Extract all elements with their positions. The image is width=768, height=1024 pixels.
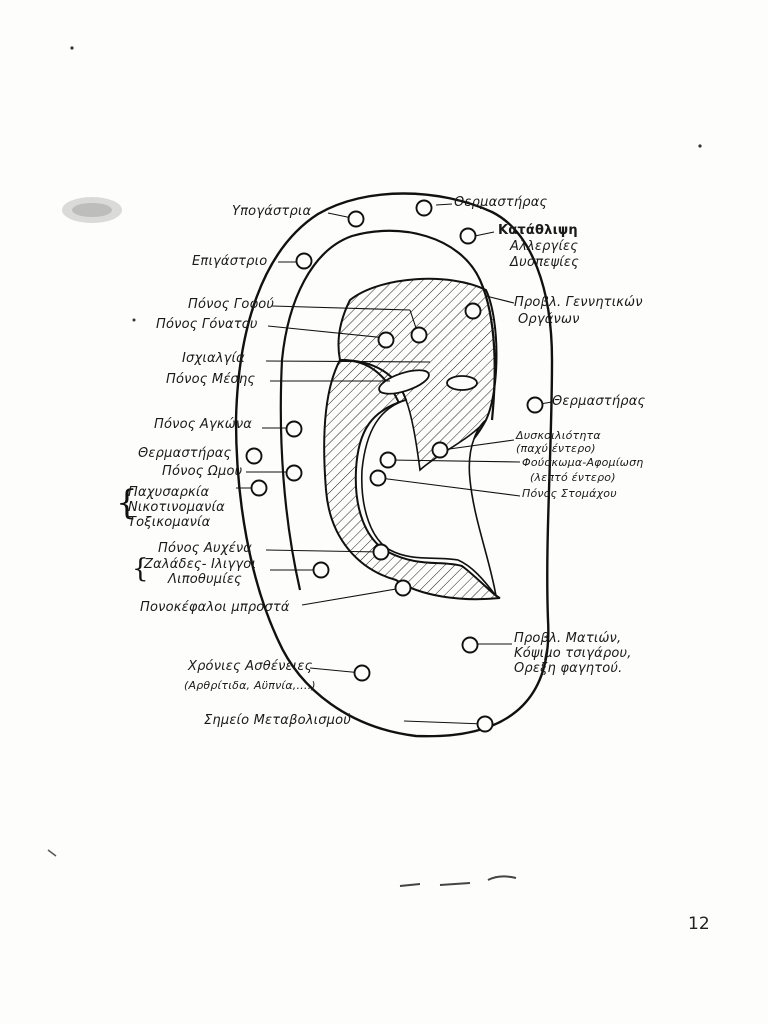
label-fouskoma: Φούσκωμα-Αφομίωση — [522, 456, 644, 469]
leader-lines — [236, 203, 553, 725]
label-thermastiras-left: Θερμαστήρας — [138, 446, 232, 461]
brace-dizziness: { — [132, 554, 149, 584]
label-ponos-stomachou: Πόνος Στομάχου — [522, 487, 617, 500]
label-ponos-omou: Πόνος Ωμου — [162, 464, 243, 479]
hip-ellipse — [378, 369, 430, 395]
label-dyskoiliotita: Δυσκοιλιότητα — [516, 429, 601, 442]
label-toxikomania: Τοξικομανία — [128, 515, 211, 530]
scan-smudges — [47, 46, 702, 887]
label-zalades-iliggoi: Ζαλάδες- Ιλιγγοι — [144, 557, 257, 572]
label-nikotinomania: Νικοτινομανία — [128, 500, 225, 515]
label-provl-gennitikon: Προβλ. Γεννητικών — [514, 295, 643, 310]
brace-addictions: { — [116, 483, 138, 523]
label-hypogastrio: Υπογάστρια — [232, 204, 312, 219]
label-pachysarkia: Παχυσαρκία — [128, 485, 210, 500]
label-thermastiras-right: Θερμαστήρας — [552, 394, 646, 409]
label-pachy-entero: (παχύ έντερο) — [516, 442, 596, 455]
label-allergies: Αλλεργίες — [510, 239, 579, 254]
label-chronies-detail: (Αρθρίτιδα, Αϋπνία,....) — [184, 679, 316, 692]
label-ponos-gonatou: Πόνος Γόνατου — [156, 317, 258, 332]
label-ischialgia: Ισχιαλγία — [182, 351, 245, 366]
acupuncture-points — [245, 199, 544, 733]
label-lepto-entero: (λεπτό έντερο) — [530, 471, 616, 484]
label-lipothymies: Λιποθυμίες — [168, 572, 242, 587]
label-organon: Οργάνων — [518, 312, 580, 327]
waist-ellipse — [446, 375, 478, 391]
label-epigastrio: Επιγάστριο — [192, 254, 268, 269]
label-thermastiras-top: Θερμαστήρας — [454, 195, 548, 210]
ear-outer-outline — [234, 192, 554, 738]
label-ponos-mesis: Πόνος Μέσης — [166, 372, 256, 387]
label-ponokefaloi: Πονοκέφαλοι μπροστά — [140, 600, 290, 615]
label-ponos-auchena: Πόνος Αυχένα — [158, 541, 253, 556]
label-provl-mation: Προβλ. Ματιών, — [514, 631, 622, 646]
antihelix-hatched-area — [323, 358, 501, 601]
label-dyspepsies: Δυσπεψίες — [510, 255, 579, 270]
label-ponos-gofou: Πόνος Γοφού — [188, 297, 275, 312]
label-chronies-astheneies: Χρόνιες Ασθένειες — [188, 659, 313, 674]
label-ponos-agkona: Πόνος Αγκώνα — [154, 417, 253, 432]
label-kopsimo-tsigarou: Κόψιμο τσιγάρου, — [514, 646, 632, 661]
label-simeio-metavolismou: Σημείο Μεταβολισμού — [204, 713, 352, 728]
label-katathlipsi: Κατάθλιψη — [498, 223, 578, 238]
label-orexi-fagitou: Ορεξη φαγητού. — [514, 661, 623, 676]
page-number: 12 — [688, 914, 710, 934]
